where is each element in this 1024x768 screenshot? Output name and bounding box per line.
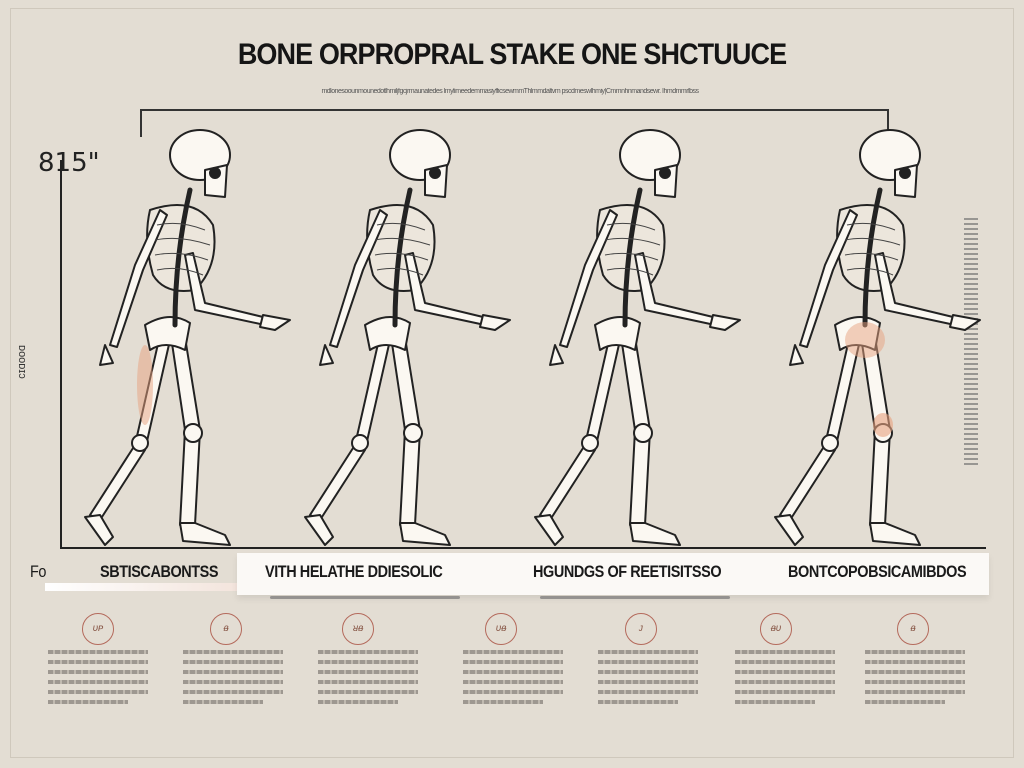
marker-circle: ᴃ	[897, 613, 929, 645]
stage-label-0: Fo	[30, 562, 47, 581]
text-line	[48, 650, 148, 654]
text-line	[735, 670, 835, 674]
text-line	[48, 690, 148, 694]
stage-label-3: HGUNDGS OF REETISITSSO	[533, 562, 722, 581]
text-line	[318, 670, 418, 674]
text-column	[463, 650, 563, 710]
text-line	[463, 650, 563, 654]
text-line	[48, 680, 148, 684]
skeleton-figure-1	[65, 125, 305, 550]
marker-circle: ᴃᴜ	[760, 613, 792, 645]
text-line	[183, 700, 263, 704]
baseline	[60, 547, 986, 549]
text-line	[463, 670, 563, 674]
text-line	[183, 680, 283, 684]
text-column	[318, 650, 418, 710]
marker-circle: ᴃ	[210, 613, 242, 645]
text-column	[865, 650, 965, 710]
text-line	[598, 690, 698, 694]
skeleton-figure-4	[755, 125, 995, 550]
y-axis-line	[60, 160, 62, 549]
text-line	[735, 680, 835, 684]
stage-label-4: BONTCOPOBSICAMIBDOS	[788, 562, 967, 581]
text-line	[183, 660, 283, 664]
text-line	[463, 690, 563, 694]
marker-circle: ᴊ	[625, 613, 657, 645]
text-line	[48, 700, 128, 704]
stage-label-1: SBTISCABONTSS	[100, 562, 219, 581]
text-line	[735, 690, 835, 694]
text-line	[463, 660, 563, 664]
text-line	[735, 650, 835, 654]
text-line	[318, 690, 418, 694]
text-line	[865, 680, 965, 684]
text-line	[865, 650, 965, 654]
label-band-left	[45, 583, 240, 591]
text-line	[598, 700, 678, 704]
page-title: BONE ORPROPRAL STAKE ONE SHCTUUCE	[237, 38, 787, 71]
top-bracket	[140, 109, 889, 137]
text-line	[318, 650, 418, 654]
text-line	[735, 660, 835, 664]
text-line	[318, 660, 418, 664]
text-line	[865, 690, 965, 694]
text-line	[735, 700, 815, 704]
stage-label-2: VITH HELATHE DDIESOLIC	[265, 562, 443, 581]
underline-stroke	[540, 596, 730, 599]
marker-circle: ᴜᴘ	[82, 613, 114, 645]
text-line	[463, 700, 543, 704]
text-line	[865, 660, 965, 664]
text-line	[48, 660, 148, 664]
page-frame	[10, 8, 1014, 758]
text-line	[598, 650, 698, 654]
text-line	[865, 700, 945, 704]
label-band	[237, 553, 989, 595]
subtitle: mdlonesoounmounedotlhmiljfgcjrmaunatedes…	[321, 88, 699, 95]
text-line	[48, 670, 148, 674]
text-column	[48, 650, 148, 710]
text-line	[463, 680, 563, 684]
marker-circle: ᴜᴃ	[485, 613, 517, 645]
text-line	[318, 680, 418, 684]
marker-circle: ᴚᴃ	[342, 613, 374, 645]
underline-stroke	[270, 596, 460, 599]
skeleton-figure-3	[515, 125, 755, 550]
text-line	[183, 670, 283, 674]
skeleton-figure-2	[285, 125, 525, 550]
text-line	[183, 690, 283, 694]
text-column	[183, 650, 283, 710]
right-scale	[964, 215, 978, 465]
axis-top-label: 815"	[38, 148, 100, 178]
text-line	[598, 680, 698, 684]
text-column	[598, 650, 698, 710]
text-line	[598, 660, 698, 664]
text-line	[598, 670, 698, 674]
text-line	[183, 650, 283, 654]
text-column	[735, 650, 835, 710]
text-line	[865, 670, 965, 674]
axis-side-label: ᴅᴏᴏᴅɪɔ	[16, 345, 28, 379]
text-line	[318, 700, 398, 704]
